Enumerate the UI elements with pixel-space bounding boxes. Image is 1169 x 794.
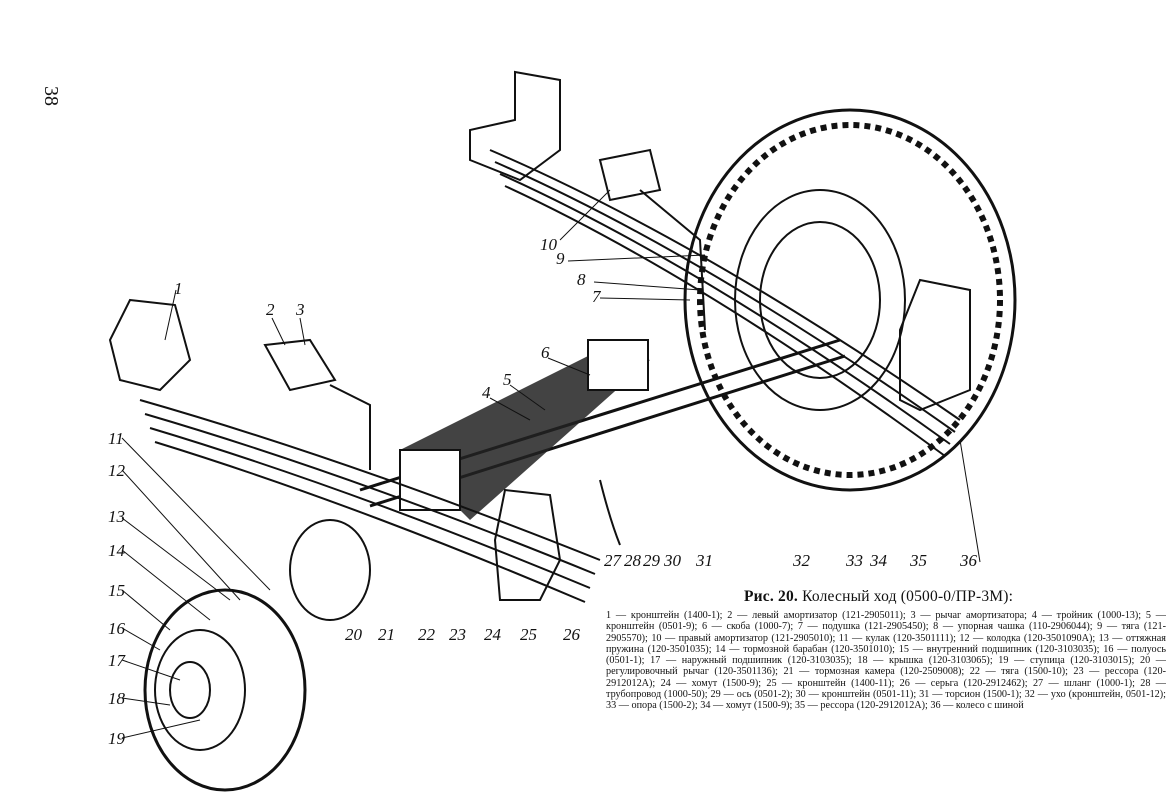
callout-26: 26 <box>563 625 581 644</box>
callout-36: 36 <box>959 551 978 570</box>
callout-4: 4 <box>482 383 491 402</box>
callout-28: 28 <box>624 551 642 570</box>
callout-27: 27 <box>604 551 623 570</box>
right-bracket <box>469 70 561 182</box>
callout-24: 24 <box>484 625 502 644</box>
figure-label: Рис. 20. <box>744 588 799 605</box>
callout-33: 33 <box>845 551 863 570</box>
left-hub <box>154 629 246 751</box>
left-rear-bracket <box>493 488 562 601</box>
callout-32: 32 <box>792 551 811 570</box>
callout-34: 34 <box>869 551 888 570</box>
callout-12: 12 <box>108 461 126 480</box>
left-shock-absorber <box>263 338 371 470</box>
callout-23: 23 <box>449 625 466 644</box>
callout-15: 15 <box>108 581 125 600</box>
left-bracket <box>108 298 192 392</box>
callout-10: 10 <box>540 235 558 254</box>
right-rear-bracket <box>899 278 971 412</box>
callout-11: 11 <box>108 429 124 448</box>
figure-parts-list: 1 — кронштейн (1400-1); 2 — левый аморти… <box>606 610 1166 712</box>
right-leaf-spring <box>489 149 961 457</box>
callout-21: 21 <box>378 625 395 644</box>
figure-title: Рис. 20. Колесный ход (0500-0/ПР-3М): <box>744 588 1166 606</box>
callout-30: 30 <box>663 551 682 570</box>
callout-9: 9 <box>556 249 565 268</box>
callout-35: 35 <box>909 551 927 570</box>
torsion-cover <box>400 350 650 520</box>
callout-14: 14 <box>108 541 126 560</box>
callout-31: 31 <box>695 551 713 570</box>
figure-caption: Рис. 20. Колесный ход (0500-0/ПР-3М): 1 … <box>606 588 1166 712</box>
right-shock-absorber <box>598 148 706 331</box>
callout-1: 1 <box>174 279 183 298</box>
hose <box>599 479 621 546</box>
figure-title-text: Колесный ход (0500-0/ПР-3М): <box>798 588 1014 605</box>
left-brake-chamber <box>289 519 371 621</box>
callout-22: 22 <box>418 625 436 644</box>
callout-17: 17 <box>108 651 127 670</box>
callout-29: 29 <box>643 551 661 570</box>
callout-18: 18 <box>108 689 126 708</box>
callout-3: 3 <box>295 300 305 319</box>
brake-chamber-box <box>587 339 649 391</box>
left-leaf-spring <box>139 399 601 603</box>
callout-25: 25 <box>520 625 537 644</box>
callout-13: 13 <box>108 507 125 526</box>
callout-8: 8 <box>577 270 586 289</box>
callout-2: 2 <box>266 300 275 319</box>
left-brake-drum <box>143 588 307 792</box>
callout-19: 19 <box>108 729 126 748</box>
callout-16: 16 <box>108 619 126 638</box>
callout-7: 7 <box>592 287 602 306</box>
callout-5: 5 <box>503 370 512 389</box>
callout-20: 20 <box>345 625 363 644</box>
callout-6: 6 <box>541 343 550 362</box>
